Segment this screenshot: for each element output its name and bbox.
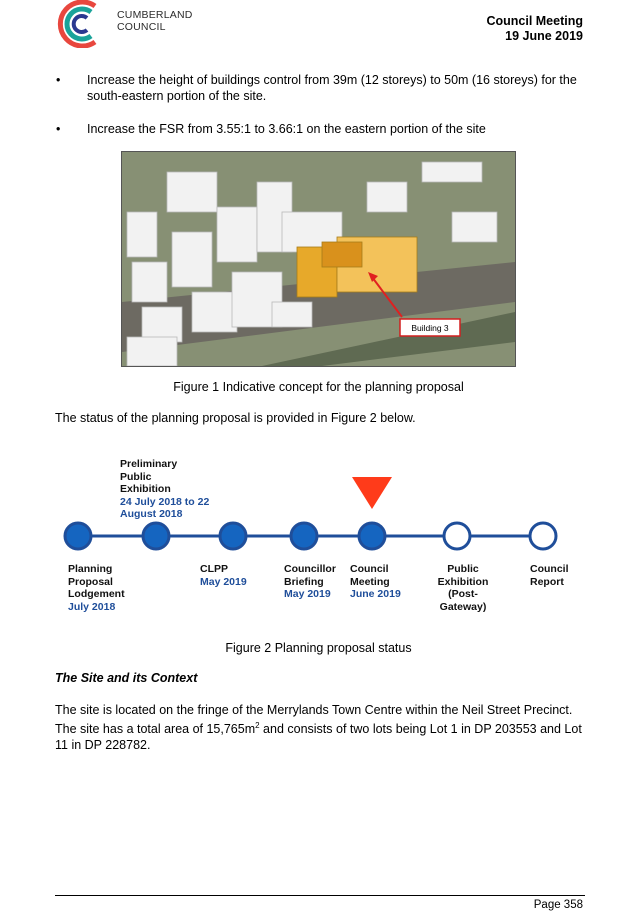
building-callout: Building 3 (411, 323, 449, 333)
timeline-node (141, 521, 171, 551)
figure-1-caption: Figure 1 Indicative concept for the plan… (173, 380, 464, 394)
timeline-node (357, 521, 387, 551)
timeline-node (528, 521, 558, 551)
node-title: Public Exhibition (Post-Gateway) (437, 563, 489, 613)
node-date: May 2019 (200, 575, 247, 588)
node-title: Councillor Briefing (284, 563, 336, 588)
node-date: May 2019 (284, 588, 331, 600)
node-title: Council Meeting (350, 563, 390, 588)
node-date: June 2019 (350, 588, 401, 600)
timeline-node (442, 521, 472, 551)
meeting-title: Council Meeting (486, 14, 583, 28)
timeline-node-label: Planning Proposal Lodgement July 2018 (68, 563, 138, 613)
bullet-item: • Increase the FSR from 3.55:1 to 3.66:1… (56, 121, 586, 139)
footer-divider (55, 895, 585, 896)
page-number: Page 358 (533, 899, 583, 911)
timeline-node (63, 521, 93, 551)
node-title: Planning Proposal Lodgement (68, 563, 125, 600)
meeting-date: 19 June 2019 (505, 29, 583, 43)
paragraph-text-1: The site is located on the fringe of the… (55, 703, 573, 737)
timeline-node-label: Council Meeting June 2019 (350, 563, 408, 601)
section-heading: The Site and its Context (55, 671, 198, 685)
node-date: July 2018 (68, 600, 116, 613)
status-intro: The status of the planning proposal is p… (55, 411, 416, 425)
site-paragraph: The site is located on the fringe of the… (55, 702, 585, 753)
bullet-text: Increase the height of buildings control… (87, 73, 577, 103)
figure-2-caption: Figure 2 Planning proposal status (225, 641, 412, 655)
timeline-graphic (63, 477, 558, 551)
logo-line-2: COUNCIL (117, 20, 166, 33)
logo-wordmark: CUMBERLAND COUNCIL (117, 9, 193, 33)
bullet-symbol: • (56, 73, 61, 87)
timeline-top-label: Preliminary Public Exhibition 24 July 20… (120, 458, 210, 521)
timeline-node-label: Public Exhibition (Post-Gateway) (432, 563, 494, 613)
timeline-top-date: 24 July 2018 to 22 August 2018 (120, 495, 210, 521)
cumberland-council-logo (55, 0, 115, 49)
timeline-top-title: Preliminary Public Exhibition (120, 458, 178, 495)
paragraph-text-2: and consists of two lots being Lot 1 in … (55, 722, 582, 753)
timeline-node-label: CLPP May 2019 (200, 563, 255, 588)
timeline-node-label: Councillor Briefing May 2019 (284, 563, 342, 601)
current-status-marker (352, 477, 392, 509)
node-title: Council Report (530, 563, 569, 588)
timeline-node-label: Council Report (530, 563, 578, 588)
timeline-node (289, 521, 319, 551)
bullet-symbol: • (56, 122, 61, 136)
bullet-text: Increase the FSR from 3.55:1 to 3.66:1 o… (87, 122, 486, 136)
paragraph-superscript: 2 (255, 721, 260, 730)
node-title: CLPP (200, 563, 229, 575)
concept-aerial-image: Building 3 (121, 151, 516, 367)
logo-line-1: CUMBERLAND (117, 9, 193, 21)
timeline-node (218, 521, 248, 551)
bullet-item: • Increase the height of buildings contr… (56, 72, 586, 106)
